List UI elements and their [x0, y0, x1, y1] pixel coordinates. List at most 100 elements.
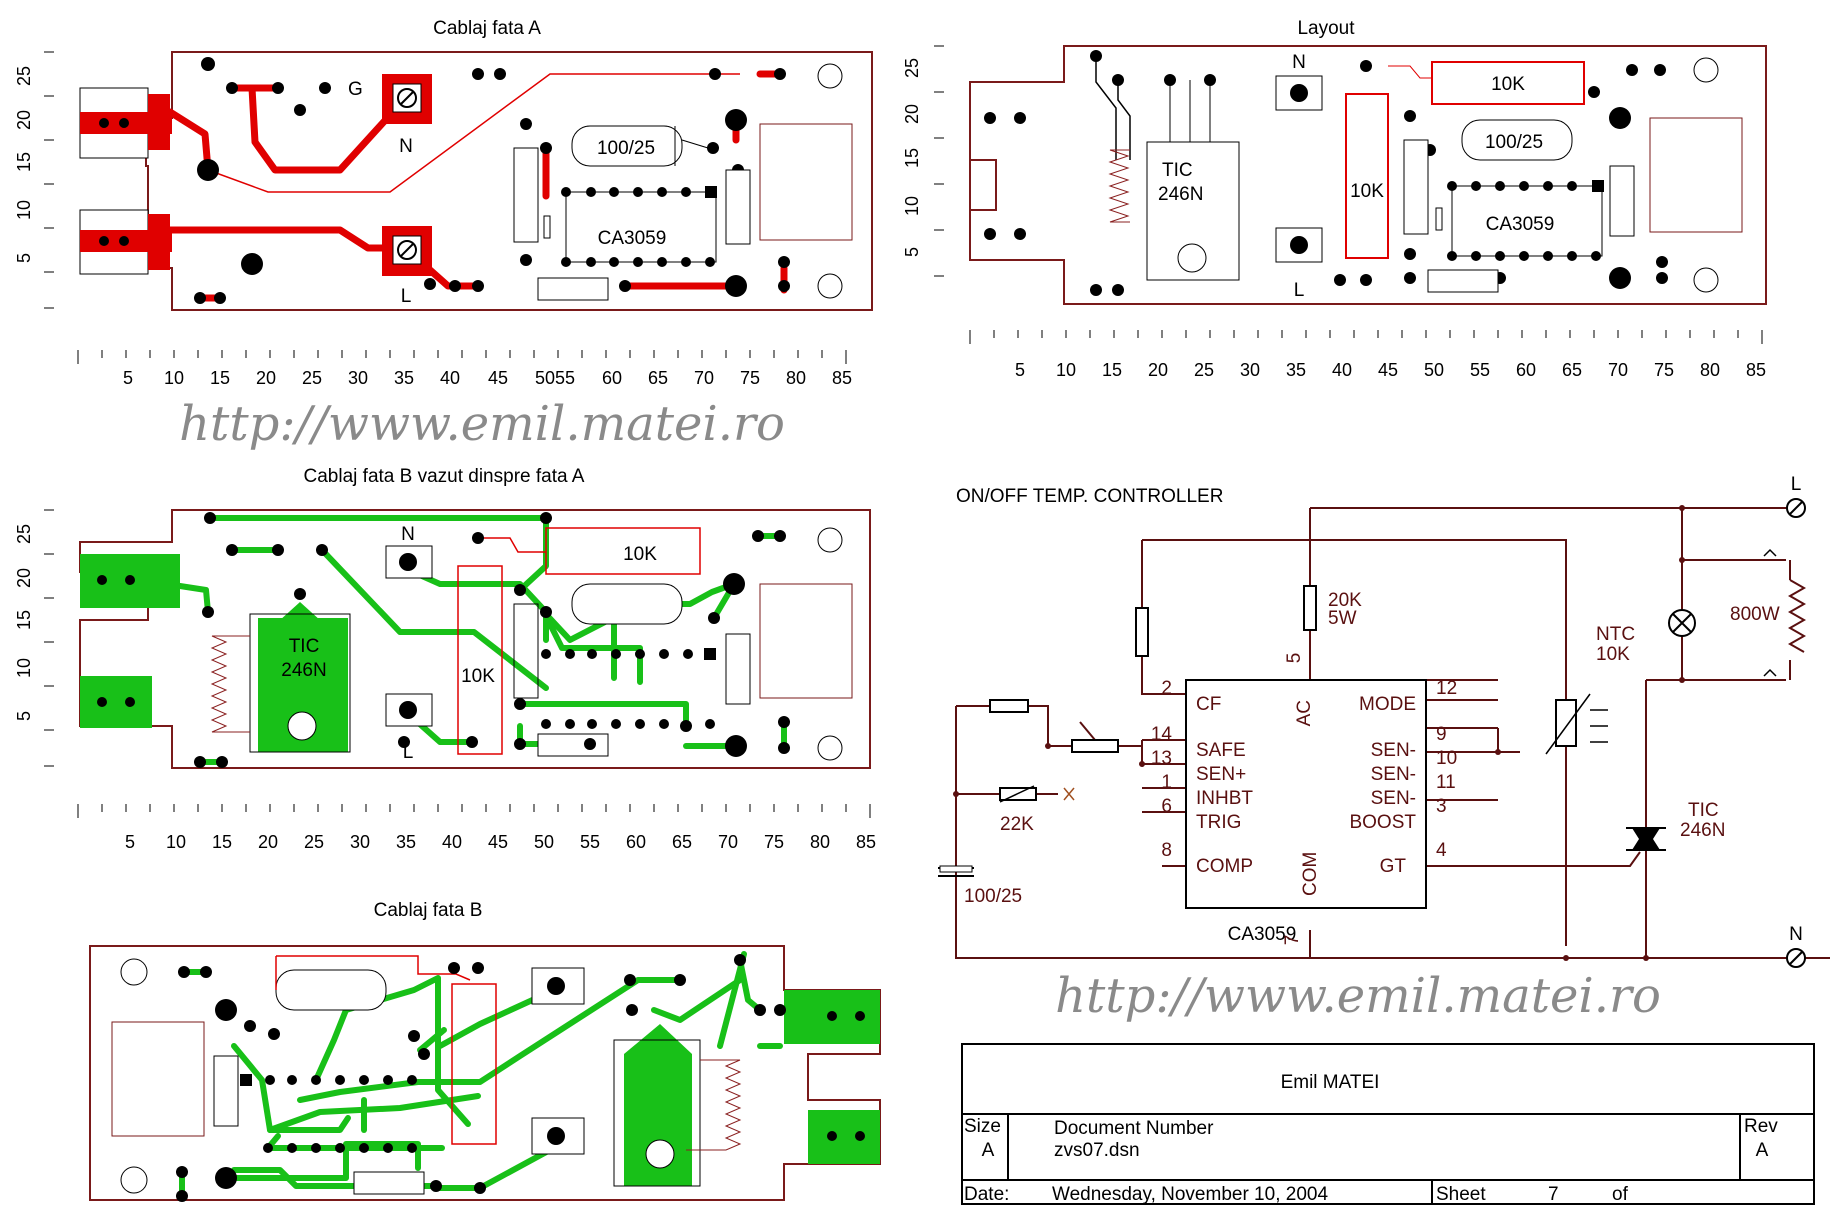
ic-ca3059-symbol	[1185, 679, 1427, 909]
svg-text:35: 35	[396, 832, 416, 852]
res-label: 10K	[461, 666, 495, 687]
svg-text:45: 45	[1378, 360, 1398, 380]
r20k-w-label: 5W	[1328, 608, 1357, 629]
pin-num: 6	[1161, 796, 1172, 817]
panel-a-x-ruler: 5 10 15 20 25 30 35 40 45 5055 60 65 70 …	[77, 350, 852, 388]
tic-label: TIC	[289, 636, 320, 657]
trace	[517, 515, 549, 593]
svg-text:45: 45	[488, 832, 508, 852]
svg-text:25: 25	[14, 524, 34, 544]
resistor-10k	[1345, 93, 1389, 259]
resistor	[725, 633, 751, 705]
svg-text:50: 50	[534, 832, 554, 852]
svg-text:35: 35	[1286, 360, 1306, 380]
panel-b-title: Cablaj fata B	[374, 900, 483, 921]
mount-hole	[817, 63, 843, 89]
gate-label: G	[348, 79, 363, 100]
pin-num: 4	[1436, 840, 1447, 861]
triac-label: TIC	[1688, 800, 1719, 821]
pin-num: 8	[1161, 840, 1172, 861]
size-label: Size	[964, 1116, 1001, 1137]
svg-text:55: 55	[580, 832, 600, 852]
terminal-l-label: L	[401, 286, 412, 307]
pin-name: SEN-	[1371, 764, 1416, 785]
trace-thin	[207, 73, 740, 193]
svg-text:80: 80	[1700, 360, 1720, 380]
x-label: 75	[740, 368, 760, 388]
pin-name: BOOST	[1349, 812, 1416, 833]
ntc-label: NTC	[1596, 624, 1635, 645]
watermark-url: http://www.emil.matei.ro	[179, 396, 785, 452]
svg-text:30: 30	[1240, 360, 1260, 380]
pin-num: 13	[1151, 748, 1172, 769]
x-label: 5	[123, 368, 133, 388]
cap-label: 100/25	[597, 138, 655, 159]
x-label: 30	[348, 368, 368, 388]
pin-num: 14	[1151, 724, 1173, 745]
x-label: 85	[832, 368, 852, 388]
svg-text:5: 5	[902, 247, 922, 257]
schematic-title: ON/OFF TEMP. CONTROLLER	[956, 486, 1223, 507]
resistor	[537, 277, 609, 301]
ic-ca3059	[1451, 185, 1603, 257]
y-label: 20	[14, 110, 34, 130]
x-label: 65	[648, 368, 668, 388]
ic-sch-label: CA3059	[1228, 924, 1297, 945]
trace	[319, 547, 549, 691]
pad	[148, 94, 170, 150]
svg-text:5: 5	[125, 832, 135, 852]
watermark-url: http://www.emil.matei.ro	[1055, 968, 1661, 1024]
ntc-symbol	[1555, 699, 1577, 747]
svg-text:15: 15	[14, 610, 34, 630]
x-label: 5055	[535, 368, 575, 388]
b-from-a-x-ruler: 5 10 15 20 25 30 35 40 45 50 55 60 65 70…	[77, 804, 876, 852]
ntc-outline	[111, 1021, 205, 1137]
layout-y-ruler: 25 20 15 10 5	[902, 45, 944, 277]
pin-ac-name: AC	[1294, 700, 1315, 726]
ic-label: CA3059	[598, 228, 667, 249]
resistor	[1135, 607, 1149, 657]
light-arrows-icon	[1590, 709, 1608, 743]
svg-text:5: 5	[1015, 360, 1025, 380]
svg-text:10: 10	[166, 832, 186, 852]
x-label: 15	[210, 368, 230, 388]
x-label: 40	[440, 368, 460, 388]
svg-text:40: 40	[1332, 360, 1352, 380]
no-connect-icon	[1063, 787, 1075, 801]
trace	[166, 226, 394, 252]
panel-a-title: Cablaj fata A	[433, 18, 541, 39]
diode	[543, 215, 551, 239]
terminal-n-label: N	[399, 136, 413, 157]
svg-text:65: 65	[1562, 360, 1582, 380]
pin-num: 10	[1436, 748, 1457, 769]
svg-text:10: 10	[902, 196, 922, 216]
svg-text:15: 15	[212, 832, 232, 852]
resistor	[353, 1171, 425, 1195]
panel-b-pads	[176, 954, 786, 1202]
layout-pads	[984, 50, 1668, 296]
b-from-a-board-outline	[79, 509, 871, 769]
res-label: 10K	[623, 544, 657, 565]
panel-cablaj-fata-a: Cablaj fata A 25 20 15 10 5	[14, 18, 873, 388]
pad-hole	[99, 118, 109, 128]
capacitor	[275, 969, 387, 1011]
pin-com-name: COM	[1300, 852, 1321, 896]
tic-outline	[613, 1039, 701, 1187]
svg-text:70: 70	[1608, 360, 1628, 380]
x-label: 10	[164, 368, 184, 388]
date-label: Date:	[964, 1184, 1009, 1205]
pad-hole	[119, 236, 129, 246]
pin-name: SEN-	[1371, 740, 1416, 761]
panel-b-from-a-title: Cablaj fata B vazut dinspre fata A	[304, 466, 585, 487]
cap-sch-label: 100/25	[964, 886, 1022, 907]
rev-value: A	[1756, 1140, 1769, 1161]
title-block: Emil MATEI Size A Document Number zvs07.…	[961, 1043, 1815, 1205]
capacitor	[571, 583, 683, 625]
layout-title: Layout	[1297, 18, 1355, 39]
pin-num: 11	[1436, 772, 1456, 793]
resistor	[1427, 269, 1499, 293]
ntc-outline	[1649, 117, 1743, 233]
panel-layout: Layout 25 20 15 10 5	[902, 18, 1767, 380]
pin-name: SEN-	[1371, 788, 1416, 809]
svg-text:65: 65	[672, 832, 692, 852]
